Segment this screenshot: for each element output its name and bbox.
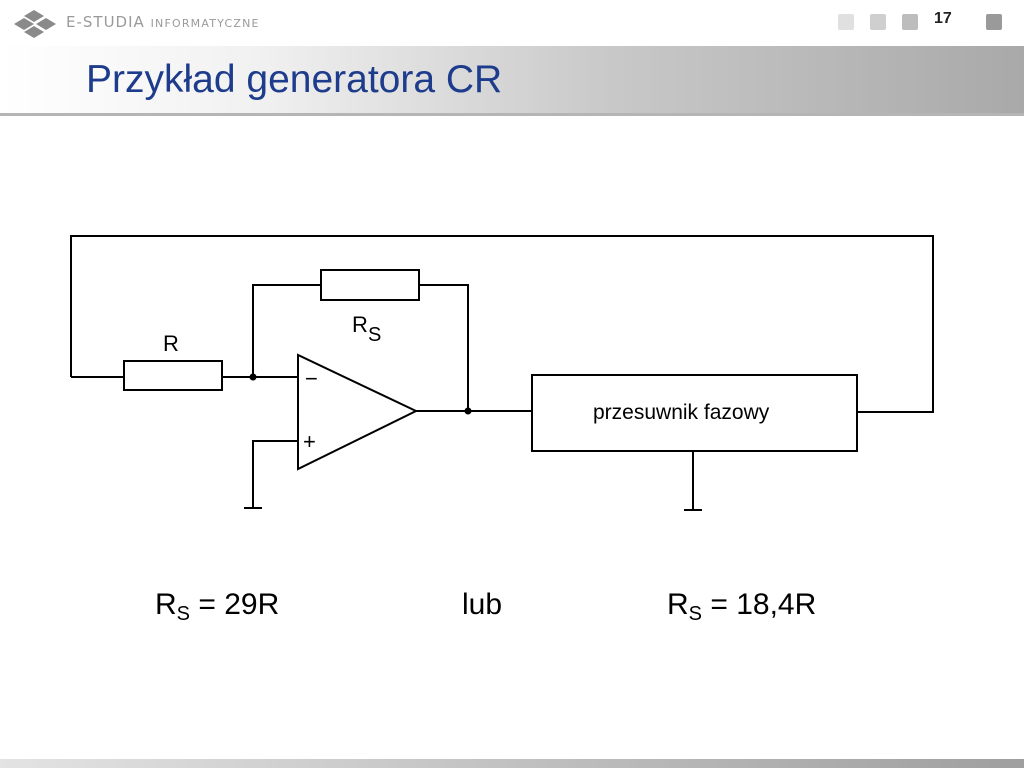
formula-right-rest: = 18,4R <box>702 588 817 621</box>
junction-node-input <box>249 373 257 381</box>
page-number: 17 <box>934 10 952 27</box>
e-studia-logo-icon <box>14 10 56 38</box>
formula-right: RS = 18,4R <box>667 588 816 626</box>
nav-square-3[interactable] <box>902 14 918 30</box>
formula-left-sub: S <box>176 603 191 625</box>
formula-left: RS = 29R <box>155 588 279 626</box>
brand-sub: INFORMATYCZNE <box>150 17 260 30</box>
footer-bar <box>0 759 1024 768</box>
op-amp-plus: + <box>303 429 316 454</box>
op-amp-minus: − <box>305 366 318 391</box>
label-rs-sub: S <box>368 324 381 346</box>
phase-shifter-block <box>531 374 858 452</box>
formula-right-main: R <box>667 588 689 621</box>
label-r: R <box>163 331 179 356</box>
nav-square-2[interactable] <box>870 14 886 30</box>
formula-right-sub: S <box>688 603 703 625</box>
resistor-r <box>123 360 223 391</box>
formula-or: lub <box>462 588 503 621</box>
resistor-rs <box>320 269 420 301</box>
nav-square-4[interactable] <box>986 14 1002 30</box>
title-bar <box>0 46 1024 116</box>
slide-title: Przykład generatora CR <box>86 58 503 101</box>
op-amp <box>297 353 419 471</box>
formula-left-main: R <box>155 588 177 621</box>
header-bar: E-STUDIA INFORMATYCZNE 17 <box>0 0 1024 46</box>
brand-main: E-STUDIA <box>66 13 145 31</box>
phase-shifter-label: przesuwnik fazowy <box>593 401 770 424</box>
feedback-wire <box>70 235 934 413</box>
junction-node-output <box>464 407 472 415</box>
nav-square-1[interactable] <box>838 14 854 30</box>
formula-left-rest: = 29R <box>190 588 280 621</box>
brand-name: E-STUDIA INFORMATYCZNE <box>66 13 260 31</box>
label-rs-main: R <box>352 312 368 337</box>
